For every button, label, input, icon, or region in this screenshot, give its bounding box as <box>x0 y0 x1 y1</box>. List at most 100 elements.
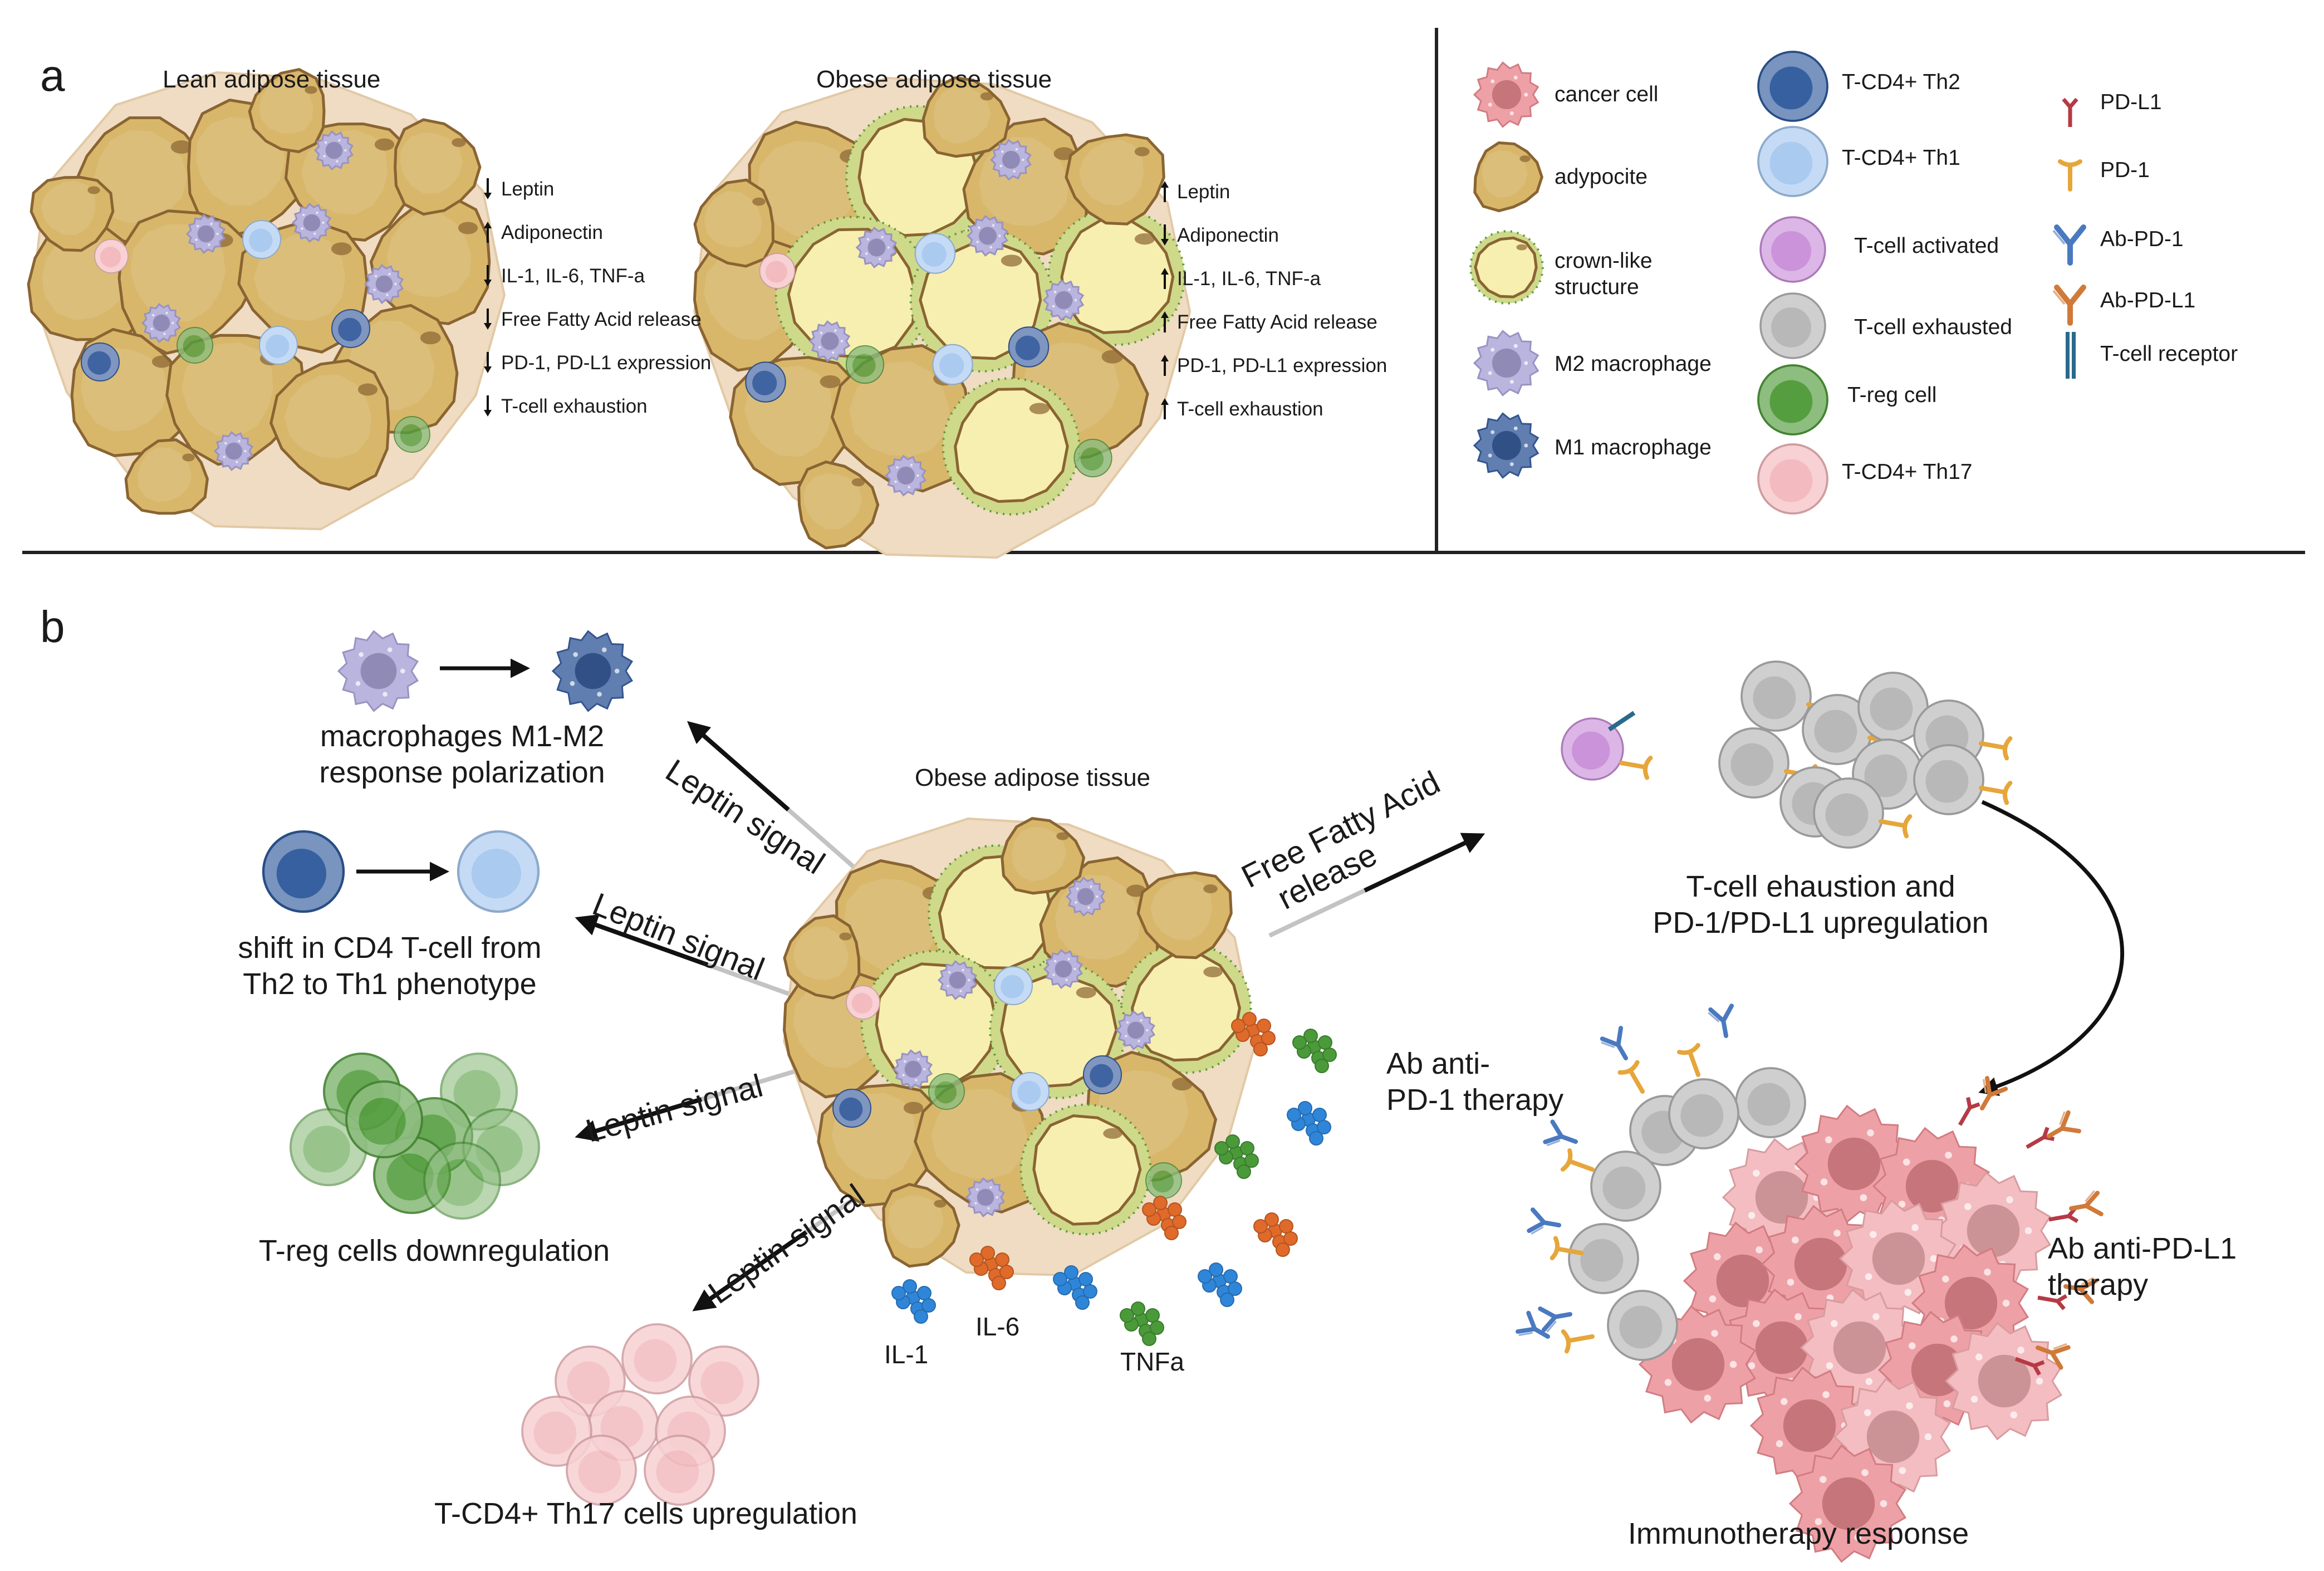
ab-pd1-antibody <box>1527 1207 1562 1235</box>
legend-crown-like: crown-like structure <box>1555 249 1653 299</box>
obese-effect-leptin: Leptin <box>1177 181 1230 203</box>
il6-cytokine <box>1142 1196 1186 1240</box>
th1-cell <box>993 966 1033 1006</box>
panel-b-letter: b <box>40 602 65 652</box>
adipocyte <box>124 438 209 515</box>
obese-effect-ffa: Free Fatty Acid release <box>1177 311 1377 333</box>
th17-cell-outcome <box>644 1435 715 1506</box>
macrophage-label-line1: macrophages M1-M2 <box>320 720 605 753</box>
legend-treg: T-reg cell <box>1847 383 1937 407</box>
up-arrow-icon <box>1161 311 1169 332</box>
ab-pdl1-antibody <box>2068 1190 2104 1217</box>
th1-cell <box>1010 1071 1050 1112</box>
adipocyte <box>394 118 482 216</box>
pdl1-ligand <box>1958 1097 1980 1126</box>
ab-pdl1-therapy-label: Ab anti-PD-L1 therapy <box>2048 1231 2237 1303</box>
treg-cell <box>176 327 213 364</box>
legend-th2: T-CD4+ Th2 <box>1842 70 1960 94</box>
adipocyte <box>30 175 115 252</box>
adipocyte <box>1001 817 1086 895</box>
treg-cell <box>1073 438 1112 478</box>
adipocyte <box>921 76 1011 158</box>
pdl1-ligand <box>2037 1294 2068 1310</box>
legend-icons <box>1469 51 2086 515</box>
adipocyte <box>1136 871 1233 960</box>
m2-macrophage <box>185 214 226 254</box>
m2-macrophage <box>1115 1010 1156 1050</box>
th1-cell <box>914 233 956 274</box>
up-arrow-icon <box>484 222 492 243</box>
crown-like-icon <box>1469 230 1544 305</box>
center-tissue-title: Obese adipose tissue <box>915 764 1151 791</box>
cytokine-clusters <box>891 1012 1337 1346</box>
pdl1-ligand <box>2048 1207 2079 1223</box>
il6-label: IL-6 <box>975 1312 1020 1341</box>
m2-macrophage <box>893 1049 933 1089</box>
pd1-receptor <box>1617 1060 1645 1094</box>
m2-macrophage <box>364 264 404 304</box>
immunotherapy-label: Immunotherapy response <box>1627 1517 1969 1550</box>
m1-macrophage <box>80 342 120 382</box>
th1-cell <box>242 219 282 260</box>
pd1-therapy-line1: Ab anti- <box>1386 1047 1491 1080</box>
adipocyte <box>1065 133 1165 226</box>
pd1-receptor <box>1560 1148 1595 1172</box>
il1-cytokine <box>891 1279 936 1324</box>
exhausted-tcell-outcome <box>1740 660 1812 732</box>
up-arrow-icon <box>1161 268 1169 289</box>
m1-macrophage <box>1082 1055 1122 1095</box>
m2-macrophage <box>313 130 354 170</box>
lean-effect-cytokines: IL-1, IL-6, TNF-a <box>501 265 645 287</box>
outcome-illustrations <box>262 630 2013 1506</box>
central-obese-tissue <box>782 817 1257 1277</box>
cd4-label-line2: Th2 to Th1 phenotype <box>243 967 537 1001</box>
il6-cytokine <box>1253 1212 1298 1257</box>
treg-label: T-reg cells downregulation <box>258 1234 610 1267</box>
ab-pd1-therapy-label: Ab anti- PD-1 therapy <box>1386 1046 1563 1118</box>
tcr-receptor <box>1607 711 1636 732</box>
pd1-receptor <box>1979 780 2013 805</box>
m2-macrophage <box>808 320 851 363</box>
legend-ab-pdl1: Ab-PD-L1 <box>2100 288 2196 312</box>
m2-macrophage-icon <box>1473 330 1539 397</box>
treg-cell <box>394 416 430 453</box>
m2-macrophage <box>141 303 182 343</box>
ab-pd1-antibody <box>1516 1310 1551 1339</box>
crown-like-structure <box>1019 1103 1152 1236</box>
lean-effect-leptin: Leptin <box>501 178 555 200</box>
tnfa-label: TNFa <box>1120 1347 1184 1376</box>
exhaustion-label: T-cell ehaustion and PD-1/PD-L1 upregula… <box>1604 869 2038 941</box>
m2-macrophage <box>1043 949 1083 989</box>
il1-cytokine <box>1053 1265 1097 1310</box>
crown-like-structure <box>942 377 1081 516</box>
pd1-therapy-line2: PD-1 therapy <box>1386 1083 1564 1117</box>
exhaustion-label-line1: T-cell ehaustion and <box>1686 870 1955 903</box>
th17-cell <box>94 239 129 273</box>
signal-arrows <box>356 658 2124 1311</box>
lean-effect-adiponectin: Adiponectin <box>501 222 603 243</box>
tnfa-cytokine <box>1292 1029 1337 1073</box>
exhausted-tcell-outcome <box>1802 694 1873 765</box>
m2-macrophage <box>965 1177 1006 1217</box>
obese-adipose-tissue <box>693 76 1192 559</box>
up-arrow-icon <box>1161 181 1169 202</box>
lean-effect-ffa: Free Fatty Acid release <box>501 309 702 330</box>
legend-m2: M2 macrophage <box>1555 352 1712 376</box>
pd1-receptor <box>1879 814 1913 839</box>
th17-cell <box>846 985 880 1020</box>
legend-activated: T-cell activated <box>1854 234 1999 258</box>
ffa-arrow <box>1268 833 1485 938</box>
adipocyte <box>248 67 326 154</box>
cancer-cell <box>1944 1322 2062 1441</box>
legend-pdl1: PD-L1 <box>2100 90 2162 114</box>
il1-label: IL-1 <box>884 1340 929 1369</box>
ab-pdl1-antibody <box>2063 1277 2098 1304</box>
panel-a-letter: a <box>40 51 65 100</box>
ab-pd1-antibody <box>1600 1026 1629 1061</box>
ab-pdl1-icon <box>2052 285 2086 326</box>
down-arrow-icon <box>484 309 492 330</box>
obese-effect-pd1: PD-1, PD-L1 expression <box>1177 355 1387 376</box>
th17-cell-outcome <box>688 1345 759 1417</box>
th1-cell-icon <box>1757 126 1828 197</box>
ab-pd1-antibody <box>1543 1119 1578 1147</box>
